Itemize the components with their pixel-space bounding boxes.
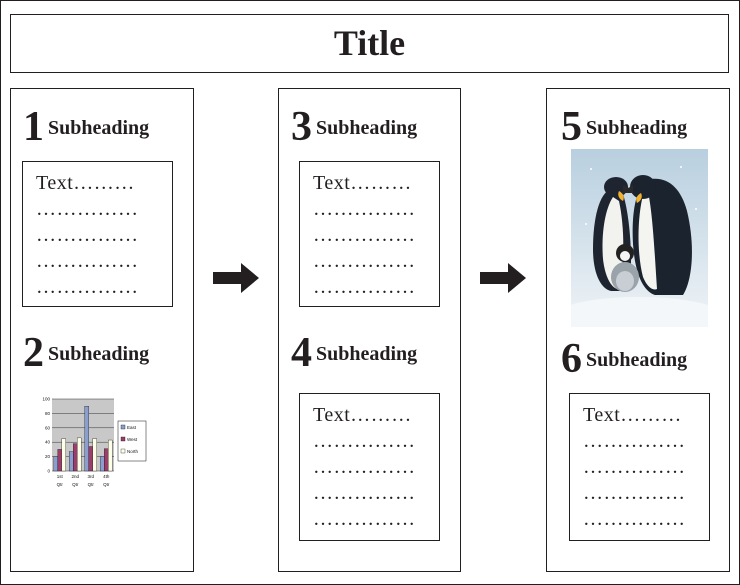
legend-swatch (120, 436, 126, 442)
text-line: …………… (313, 224, 416, 246)
text-line: …………… (313, 482, 416, 504)
legend-label: East (127, 425, 137, 430)
bar-east (53, 456, 58, 472)
subheading: Subheading (586, 349, 688, 371)
text-line: Text……… (313, 172, 412, 194)
text-line: …………… (36, 224, 139, 246)
bar-north (77, 437, 82, 472)
legend-label: West (127, 437, 138, 442)
arrow-right-icon (213, 263, 259, 293)
text-line: …………… (583, 456, 686, 478)
text-line: …………… (36, 276, 139, 298)
bar-north (108, 439, 113, 472)
text-line: …………… (313, 198, 416, 220)
bar-east (69, 451, 74, 472)
y-tick-label: 80 (45, 411, 51, 416)
text-line: …………… (313, 276, 416, 298)
page-title: Title (10, 14, 729, 73)
bar-north (92, 438, 97, 472)
y-tick-label: 0 (47, 469, 50, 474)
text-line: …………… (36, 198, 139, 220)
subheading: Subheading (48, 343, 150, 365)
text-box-3: Text……… …………… …………… …………… …………… (299, 161, 440, 307)
y-tick-label: 40 (45, 440, 51, 445)
text-line: Text……… (36, 172, 135, 194)
x-tick-label: Qtr (57, 482, 64, 487)
x-tick-label: Qtr (103, 482, 110, 487)
bar-north (61, 438, 66, 472)
x-tick-label: 2nd (71, 474, 79, 479)
text-line: …………… (313, 456, 416, 478)
text-line: …………… (313, 508, 416, 530)
text-line: …………… (583, 430, 686, 452)
x-tick-label: 1st (57, 474, 64, 479)
bar-west (57, 449, 62, 472)
text-box-4: Text……… …………… …………… …………… …………… (299, 393, 440, 541)
bar-west (104, 448, 109, 472)
section-number: 4 (291, 330, 312, 376)
subheading: Subheading (586, 117, 688, 139)
text-line: …………… (36, 250, 139, 272)
text-line: …………… (583, 508, 686, 530)
x-tick-label: 3rd (87, 474, 94, 479)
text-line: …………… (313, 250, 416, 272)
text-box-6: Text……… …………… …………… …………… …………… (569, 393, 710, 541)
y-tick-label: 60 (45, 425, 51, 430)
legend-swatch (120, 424, 126, 430)
x-tick-label: 4th (103, 474, 110, 479)
x-tick-label: Qtr (88, 482, 95, 487)
text-line: Text……… (583, 404, 682, 426)
y-tick-label: 20 (45, 454, 51, 459)
subheading: Subheading (48, 117, 150, 139)
penguins-photo (571, 149, 708, 327)
subheading: Subheading (316, 343, 418, 365)
section-number: 5 (561, 104, 582, 150)
legend-label: North (127, 449, 139, 454)
bar-west (73, 443, 78, 472)
arrow-right-icon (480, 263, 526, 293)
section-number: 6 (561, 336, 582, 382)
legend-swatch (120, 448, 126, 454)
x-tick-label: Qtr (72, 482, 79, 487)
subheading: Subheading (316, 117, 418, 139)
bar-east (84, 406, 89, 472)
section-number: 3 (291, 104, 312, 150)
text-line: …………… (313, 430, 416, 452)
bar-west (88, 446, 93, 472)
legend-box (117, 420, 147, 462)
text-line: Text……… (313, 404, 412, 426)
text-box-1: Text……… …………… …………… …………… …………… (22, 161, 173, 307)
text-line: …………… (583, 482, 686, 504)
section-number: 1 (23, 104, 44, 150)
bar-east (100, 456, 105, 472)
section-number: 2 (23, 330, 44, 376)
y-tick-label: 100 (42, 397, 50, 402)
